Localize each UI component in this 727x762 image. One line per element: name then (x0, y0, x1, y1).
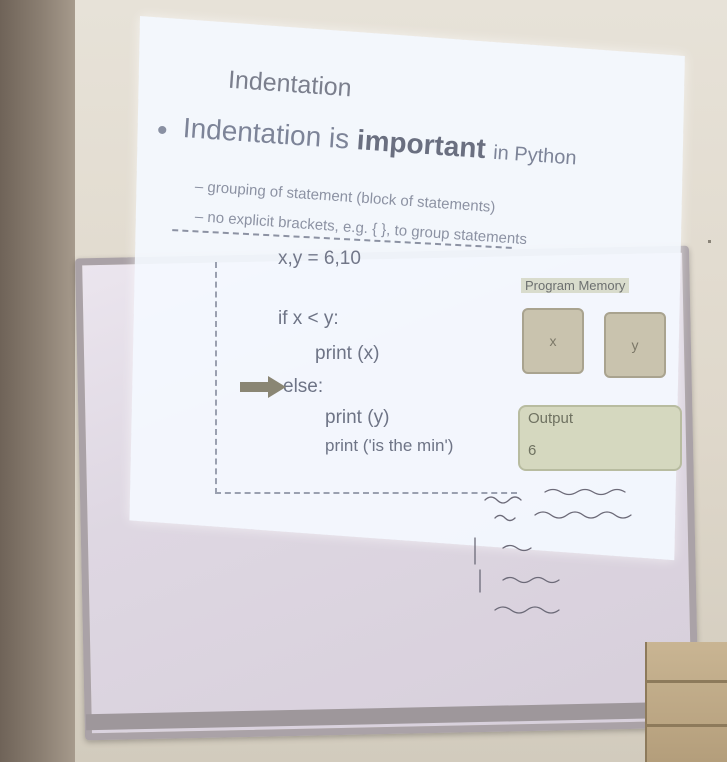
box-seam (647, 680, 727, 683)
code-print-x-line: print (x) (315, 343, 380, 364)
wall-mark (708, 240, 711, 243)
code-block-outline (215, 262, 517, 494)
code-print-min-line: print ('is the min') (325, 436, 454, 455)
output-panel (518, 405, 682, 471)
memory-cell-y-label: y (631, 337, 639, 353)
assignment-line: x,y = 6,10 (278, 248, 361, 269)
current-line-arrow-icon (240, 376, 286, 398)
memory-cell-y: y (604, 312, 666, 378)
whiteboard-handwriting (474, 488, 632, 614)
door-frame (0, 0, 75, 762)
box-seam (647, 724, 727, 727)
code-if-line: if x < y: (278, 308, 339, 329)
output-title: Output (528, 410, 574, 427)
memory-label: Program Memory (521, 278, 630, 293)
bullet-text-tail: in Python (492, 141, 578, 170)
code-else-line: else: (283, 376, 324, 397)
output-value: 6 (528, 442, 537, 459)
cardboard-boxes (645, 642, 727, 762)
memory-cell-x: x (522, 308, 584, 374)
bullet-dot: • (157, 114, 168, 147)
code-print-y-line: print (y) (325, 407, 390, 428)
memory-cell-x-label: x (549, 333, 557, 349)
